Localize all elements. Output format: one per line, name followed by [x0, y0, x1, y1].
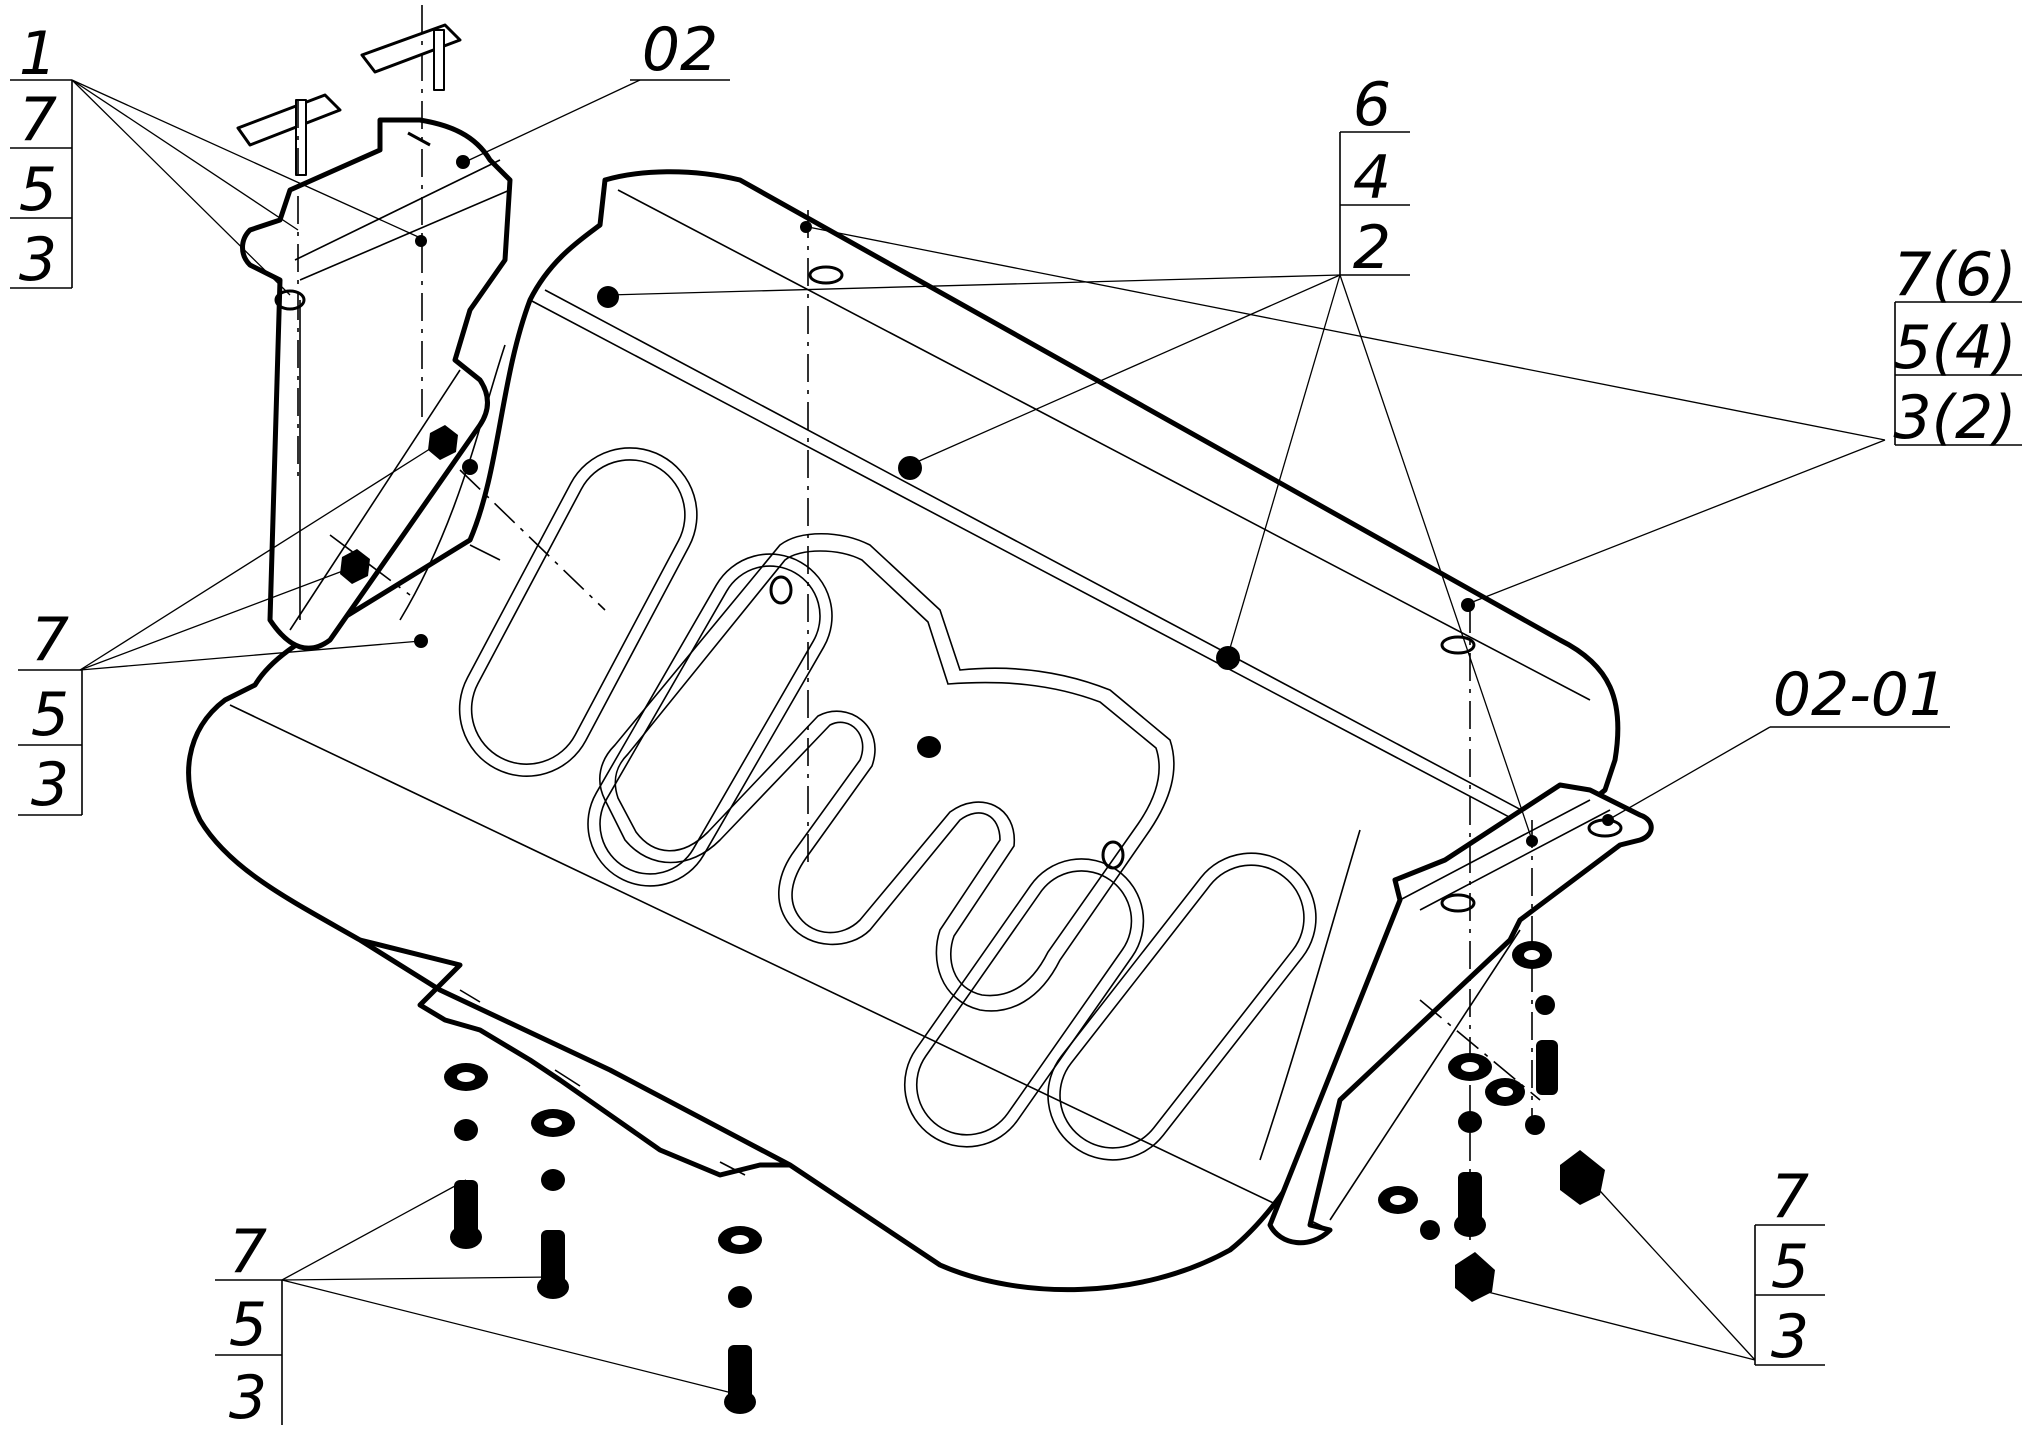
stiffening-ribs — [458, 447, 1317, 1161]
callout-left-middle: 7 5 3 — [18, 605, 83, 820]
callout-top-left: 1 7 5 3 — [10, 19, 73, 295]
callout-top-center-line-3: 2 — [1353, 213, 1391, 283]
callout-bottom-left-line-3: 3 — [229, 1363, 267, 1433]
callout-bottom-right: 7 5 3 — [1754, 1162, 1825, 1372]
callout-top-left-line-2: 7 — [19, 85, 57, 155]
callout-bottom-right-line-2: 5 — [1771, 1232, 1809, 1302]
callout-right-upper-line-1: 7(6) — [1893, 240, 2016, 310]
assembly-axes — [297, 5, 1541, 1240]
top-clamp-plates — [236, 23, 462, 176]
right-bracket-02-01 — [1267, 782, 1654, 1246]
callout-left-middle-line-2: 5 — [31, 680, 69, 750]
callout-part-02-01: 02-01 — [1770, 660, 1950, 730]
callout-left-middle-line-3: 3 — [31, 750, 69, 820]
callout-bottom-right-line-3: 3 — [1771, 1302, 1809, 1372]
callout-bottom-left: 7 5 3 — [215, 1217, 283, 1433]
callout-bottom-right-line-1: 7 — [1771, 1162, 1809, 1232]
callout-right-upper: 7(6) 5(4) 3(2) — [1893, 240, 2022, 453]
callout-top-center-line-1: 6 — [1353, 70, 1391, 140]
bottom-flange — [359, 937, 790, 1178]
leader-lines — [71, 79, 1886, 1396]
callout-bottom-left-line-1: 7 — [229, 1217, 267, 1287]
callout-left-middle-line-1: 7 — [31, 605, 69, 675]
callout-top-center: 6 4 2 — [1339, 70, 1410, 283]
callout-top-left-line-3: 5 — [19, 155, 57, 225]
callout-right-upper-line-3: 3(2) — [1893, 383, 2016, 453]
callout-top-left-line-1: 1 — [19, 19, 57, 89]
callout-top-left-line-4: 3 — [19, 225, 57, 295]
callout-bottom-left-line-2: 5 — [229, 1290, 267, 1360]
fasteners — [340, 221, 1605, 1414]
callout-part-02: 02 — [630, 15, 730, 85]
callout-top-center-line-2: 4 — [1353, 143, 1391, 213]
plate-holes — [597, 265, 1476, 870]
left-bracket-02 — [240, 117, 513, 651]
part-02-01-label: 02-01 — [1773, 660, 1947, 730]
callout-right-upper-line-2: 5(4) — [1893, 313, 2016, 383]
part-02-label: 02 — [642, 15, 718, 85]
